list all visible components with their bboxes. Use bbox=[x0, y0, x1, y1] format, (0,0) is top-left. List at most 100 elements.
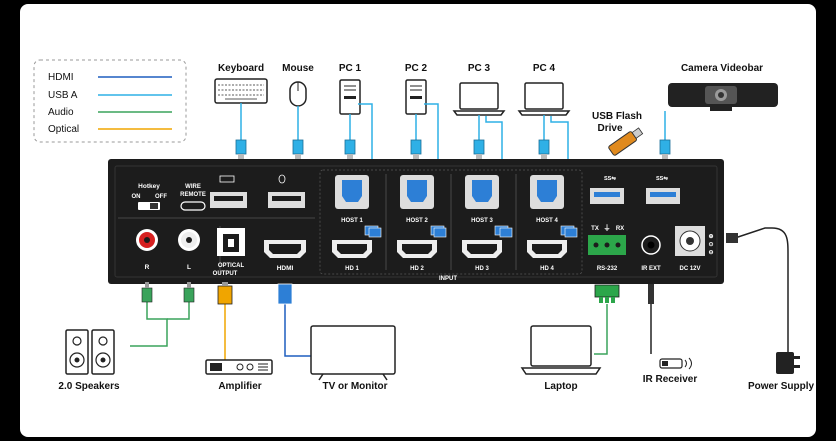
dc-label: DC 12V bbox=[679, 266, 700, 272]
legend-label-hdmi: HDMI bbox=[48, 72, 74, 83]
label-pc3: PC 3 bbox=[468, 63, 491, 74]
rs232-plug bbox=[594, 284, 620, 303]
mouse-usb-port[interactable] bbox=[268, 174, 305, 208]
rca-left-port[interactable] bbox=[178, 229, 200, 251]
ground-symbol-icon: ⏚ bbox=[604, 224, 611, 232]
wire-remote-label-1: WIRE bbox=[185, 184, 201, 190]
polarity-minus-icon: ⊖ bbox=[708, 250, 713, 256]
host2-label: HOST 2 bbox=[406, 218, 428, 224]
host3-usb-b-port[interactable] bbox=[465, 175, 499, 209]
diagram-canvas: HDMI USB A Audio Optical Keyboard Mouse … bbox=[20, 4, 816, 437]
host4-usb-b-port[interactable] bbox=[530, 175, 564, 209]
usb-symbol-camera-icon: SS⇋ bbox=[656, 174, 668, 182]
hdmi-output-port[interactable] bbox=[264, 240, 306, 258]
host4-label: HOST 4 bbox=[536, 218, 558, 224]
rca-r-label: R bbox=[145, 264, 150, 271]
legend-label-usb: USB A bbox=[48, 90, 78, 101]
usb-plugs bbox=[235, 139, 671, 155]
hdmi-input-3-port[interactable] bbox=[462, 240, 502, 258]
label-amplifier: Amplifier bbox=[218, 381, 261, 392]
hotkey-off-label: OFF bbox=[155, 194, 167, 200]
amplifier-icon bbox=[205, 359, 273, 375]
usb-flash-drive-icon bbox=[608, 127, 644, 156]
hdmi-input-plugs bbox=[368, 227, 578, 238]
pc3-laptop-icon bbox=[452, 82, 506, 116]
label-ir-receiver: IR Receiver bbox=[643, 374, 698, 385]
hdmi-output-plug bbox=[277, 283, 293, 305]
polarity-center-icon: ⊙ bbox=[708, 242, 713, 248]
hdmi-input-4-port[interactable] bbox=[527, 240, 567, 258]
hd1-label: HD 1 bbox=[345, 266, 359, 272]
rs232-terminal[interactable] bbox=[588, 235, 626, 255]
usb-symbol-flash-icon: SS⇋ bbox=[604, 174, 616, 182]
mouse-port-icon bbox=[278, 174, 286, 184]
hd4-label: HD 4 bbox=[540, 266, 554, 272]
camera-videobar-icon bbox=[668, 83, 778, 111]
legend-label-audio: Audio bbox=[48, 107, 74, 118]
label-pc1: PC 1 bbox=[339, 63, 362, 74]
optical-plug bbox=[217, 282, 233, 305]
label-pc2: PC 2 bbox=[405, 63, 428, 74]
label-keyboard: Keyboard bbox=[218, 63, 264, 74]
wire-remote-label-2: REMOTE bbox=[180, 192, 206, 198]
pc1-tower-icon bbox=[339, 79, 361, 115]
rca-plugs bbox=[141, 282, 195, 303]
usb-a-port-flash[interactable]: SS⇋ bbox=[590, 174, 624, 204]
host3-label: HOST 3 bbox=[471, 218, 493, 224]
rs232-rx-label: RX bbox=[616, 226, 624, 232]
laptop-icon bbox=[520, 325, 602, 375]
optical-label-2: OUTPUT bbox=[213, 271, 238, 277]
optical-label-1: OPTICAL bbox=[218, 263, 245, 269]
mouse-icon bbox=[289, 81, 307, 107]
rca-l-label: L bbox=[187, 264, 191, 271]
dc-power-jack[interactable] bbox=[675, 226, 705, 256]
host1-label: HOST 1 bbox=[341, 218, 363, 224]
pc2-tower-icon bbox=[405, 79, 427, 115]
label-pc4: PC 4 bbox=[533, 63, 556, 74]
host2-usb-b-port[interactable] bbox=[400, 175, 434, 209]
label-speakers: 2.0 Speakers bbox=[58, 381, 120, 392]
ir-ext-jack[interactable] bbox=[641, 235, 661, 255]
host1-usb-b-port[interactable] bbox=[335, 175, 369, 209]
rs232-tx-label: TX bbox=[591, 226, 599, 232]
label-power-supply: Power Supply bbox=[748, 381, 815, 392]
tv-monitor-icon bbox=[310, 325, 396, 381]
wire-remote-port[interactable] bbox=[180, 201, 206, 211]
speakers-icon bbox=[65, 329, 115, 375]
rs232-label: RS-232 bbox=[597, 266, 618, 272]
hotkey-switch[interactable] bbox=[138, 202, 160, 210]
keyboard-usb-port[interactable] bbox=[210, 175, 247, 208]
polarity-icon: ⊕ bbox=[708, 234, 713, 240]
label-mouse: Mouse bbox=[282, 63, 314, 74]
bottom-cables bbox=[130, 227, 789, 360]
ir-receiver-icon bbox=[659, 357, 692, 370]
label-usb-flash-2: Drive bbox=[597, 123, 622, 134]
label-laptop: Laptop bbox=[544, 381, 577, 392]
connection-diagram: HDMI USB A Audio Optical Keyboard Mouse … bbox=[33, 59, 815, 392]
hdmi-out-label: HDMI bbox=[277, 265, 294, 272]
rca-right-port[interactable] bbox=[136, 229, 158, 251]
hotkey-on-label: ON bbox=[132, 194, 141, 200]
legend: HDMI USB A Audio Optical bbox=[33, 59, 187, 143]
hd3-label: HD 3 bbox=[475, 266, 489, 272]
usb-a-port-camera[interactable]: SS⇋ bbox=[646, 174, 680, 204]
dc-plug bbox=[726, 233, 738, 243]
power-adapter-icon bbox=[776, 352, 800, 374]
hdmi-input-2-port[interactable] bbox=[397, 240, 437, 258]
keyboard-icon bbox=[214, 78, 268, 104]
optical-output-port[interactable] bbox=[217, 228, 245, 256]
label-monitor: TV or Monitor bbox=[323, 381, 388, 392]
input-label: INPUT bbox=[439, 276, 457, 282]
keyboard-port-icon bbox=[219, 175, 235, 183]
label-camera: Camera Videobar bbox=[681, 63, 763, 74]
ir-plug bbox=[648, 284, 654, 304]
ir-ext-label: IR EXT bbox=[641, 266, 661, 272]
label-usb-flash-1: USB Flash bbox=[592, 111, 642, 122]
hd2-label: HD 2 bbox=[410, 266, 424, 272]
pc4-laptop-icon bbox=[517, 82, 571, 116]
hotkey-label: Hotkey bbox=[138, 183, 160, 190]
kvm-back-panel bbox=[108, 159, 724, 284]
legend-label-optical: Optical bbox=[48, 124, 79, 135]
hdmi-input-1-port[interactable] bbox=[332, 240, 372, 258]
